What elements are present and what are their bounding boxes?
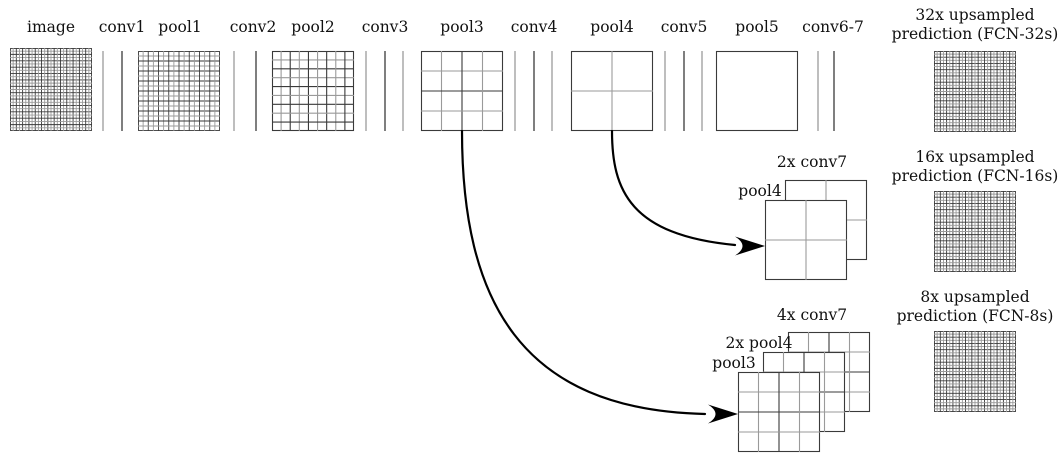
feature-map-pool5 — [715, 50, 799, 132]
fusion-label-fcn-8s-fusion-0: 4x conv7 — [777, 306, 847, 324]
fusion-stack-fcn-16s-fusion: 2x conv7 pool4 — [738, 153, 868, 281]
backbone-stage-image: image — [10, 18, 92, 131]
fusion-map-fcn-16s-fusion-1 — [764, 199, 848, 281]
feature-map-pool1 — [138, 51, 220, 131]
backbone-stage-conv3: conv3 — [362, 18, 409, 131]
stage-label-conv2: conv2 — [230, 18, 277, 36]
stage-label-image: image — [27, 18, 75, 36]
fusion-map-fcn-8s-fusion-2 — [737, 371, 821, 453]
stage-label-conv3: conv3 — [362, 18, 409, 36]
feature-map-image — [10, 48, 92, 131]
backbone-stage-conv6-7: conv6-7 — [802, 18, 864, 131]
feature-map-pool3 — [420, 50, 504, 132]
prediction-map-fcn-32s — [934, 51, 1016, 132]
stage-label-conv4: conv4 — [511, 18, 558, 36]
stage-label-pool1: pool1 — [158, 18, 201, 36]
feature-map-pool2 — [271, 50, 355, 132]
backbone-stage-conv4: conv4 — [511, 18, 558, 131]
stage-label-pool2: pool2 — [291, 18, 334, 36]
skip-arrow-path-pool3-to-fcn8s — [460, 129, 707, 416]
fusion-stacks: 2x conv7 pool4 4x conv7 2x pool4 pool3 — [712, 153, 871, 453]
fusion-label-fcn-8s-fusion-1: 2x pool4 — [726, 334, 793, 352]
prediction-label-line1-fcn-8s: 8x upsampled — [920, 288, 1029, 306]
stage-label-pool5: pool5 — [735, 18, 778, 36]
skip-arrow-head-pool4-to-fcn16s — [735, 236, 765, 256]
backbone-stage-pool5: pool5 — [715, 18, 799, 132]
feature-map-pool4 — [570, 50, 654, 132]
feature-map-pool5-outline — [715, 50, 799, 132]
fusion-stack-fcn-8s-fusion: 4x conv7 2x pool4 pool3 — [712, 306, 871, 453]
backbone-stage-conv2: conv2 — [230, 18, 277, 131]
skip-connection-arrows — [460, 129, 765, 424]
fusion-label-fcn-16s-fusion-0: 2x conv7 — [777, 153, 847, 171]
stage-label-pool3: pool3 — [440, 18, 483, 36]
backbone-stage-pool1: pool1 — [138, 18, 220, 131]
prediction-map-fcn-16s — [934, 191, 1016, 272]
prediction-label-line2-fcn-8s: prediction (FCN-8s) — [897, 307, 1054, 325]
backbone-stage-conv5: conv5 — [661, 18, 708, 131]
fusion-label-fcn-16s-fusion-1: pool4 — [738, 182, 782, 200]
feature-map-pool2-outline — [271, 50, 355, 132]
skip-arrow-head-pool3-to-fcn8s — [708, 404, 738, 424]
prediction-label-line2-fcn-32s: prediction (FCN-32s) — [892, 25, 1059, 43]
fusion-label-fcn-8s-fusion-2: pool3 — [712, 354, 755, 372]
backbone-stage-pool3: pool3 — [420, 18, 504, 132]
backbone-stages: image conv1 pool1 conv2 pool2 conv3 pool3 conv4… — [10, 18, 864, 132]
backbone-stage-conv1: conv1 — [99, 18, 146, 131]
stage-label-conv5: conv5 — [661, 18, 708, 36]
backbone-stage-pool4: pool4 — [570, 18, 654, 132]
prediction-label-line2-fcn-16s: prediction (FCN-16s) — [892, 167, 1059, 185]
stage-label-conv1: conv1 — [99, 18, 146, 36]
prediction-map-fcn-8s — [934, 331, 1016, 412]
prediction-label-line1-fcn-16s: 16x upsampled — [915, 148, 1034, 166]
prediction-label-line1-fcn-32s: 32x upsampled — [915, 6, 1034, 24]
skip-arrow-pool4-to-fcn16s — [610, 129, 765, 256]
skip-arrow-pool3-to-fcn8s — [460, 129, 738, 424]
stage-label-pool4: pool4 — [590, 18, 634, 36]
backbone-stage-pool2: pool2 — [271, 18, 355, 132]
stage-label-conv6-7: conv6-7 — [802, 18, 864, 36]
skip-arrow-path-pool4-to-fcn16s — [610, 129, 737, 247]
